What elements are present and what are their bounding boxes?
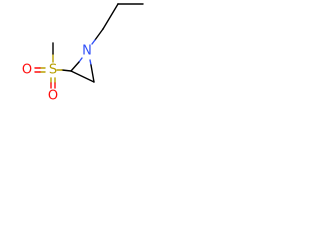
bond-n-to-c2-nitrogen-half: [78, 57, 83, 63]
atom-oxygen-bottom-label: O: [48, 89, 58, 104]
bond-ch-to-n-carbon-half: [94, 28, 104, 41]
bond-c2-to-c3: [70, 70, 95, 83]
atom-oxygen-left-label: O: [22, 63, 32, 78]
molecule-structure: N S O O: [22, 3, 144, 104]
bond-n-to-c3-carbon-half: [90, 64, 95, 83]
bond-n-to-c2-carbon-half: [70, 61, 80, 72]
bond-n-to-c3-nitrogen-half: [89, 59, 92, 66]
bond-isopropyl-methyl-left: [102, 3, 119, 30]
atom-nitrogen-label: N: [82, 44, 92, 59]
bond-ch-to-n-nitrogen-half: [91, 39, 96, 45]
atom-sulfur-label: S: [49, 63, 57, 78]
bond-c2-to-s-carbon-half: [61, 69, 72, 72]
